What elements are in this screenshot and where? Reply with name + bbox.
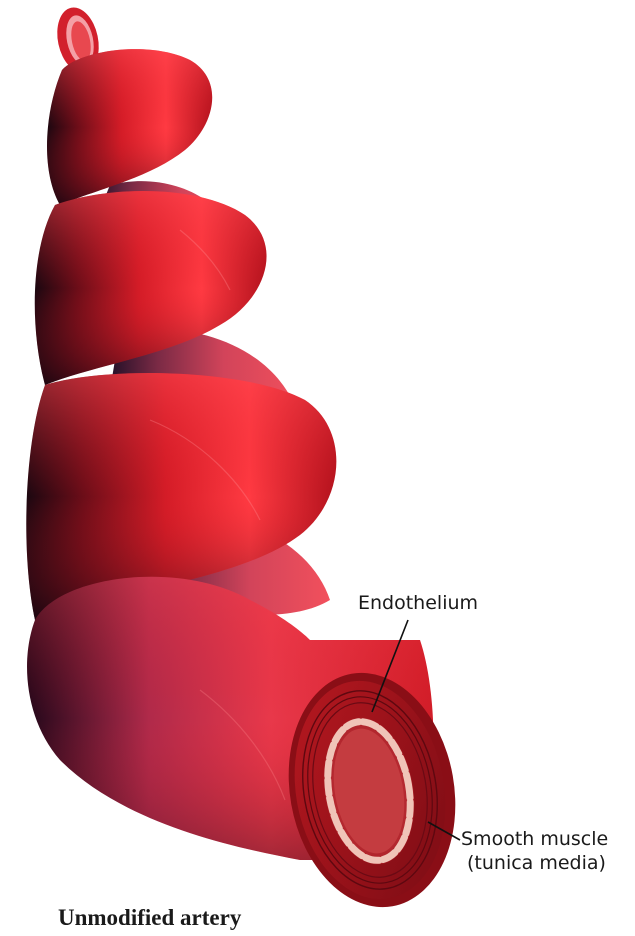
tunica-media-label: (tunica media) bbox=[467, 852, 606, 875]
figure-caption: Unmodified artery bbox=[58, 905, 241, 931]
smooth-muscle-label: Smooth muscle bbox=[461, 828, 608, 851]
endothelium-label: Endothelium bbox=[358, 592, 478, 615]
